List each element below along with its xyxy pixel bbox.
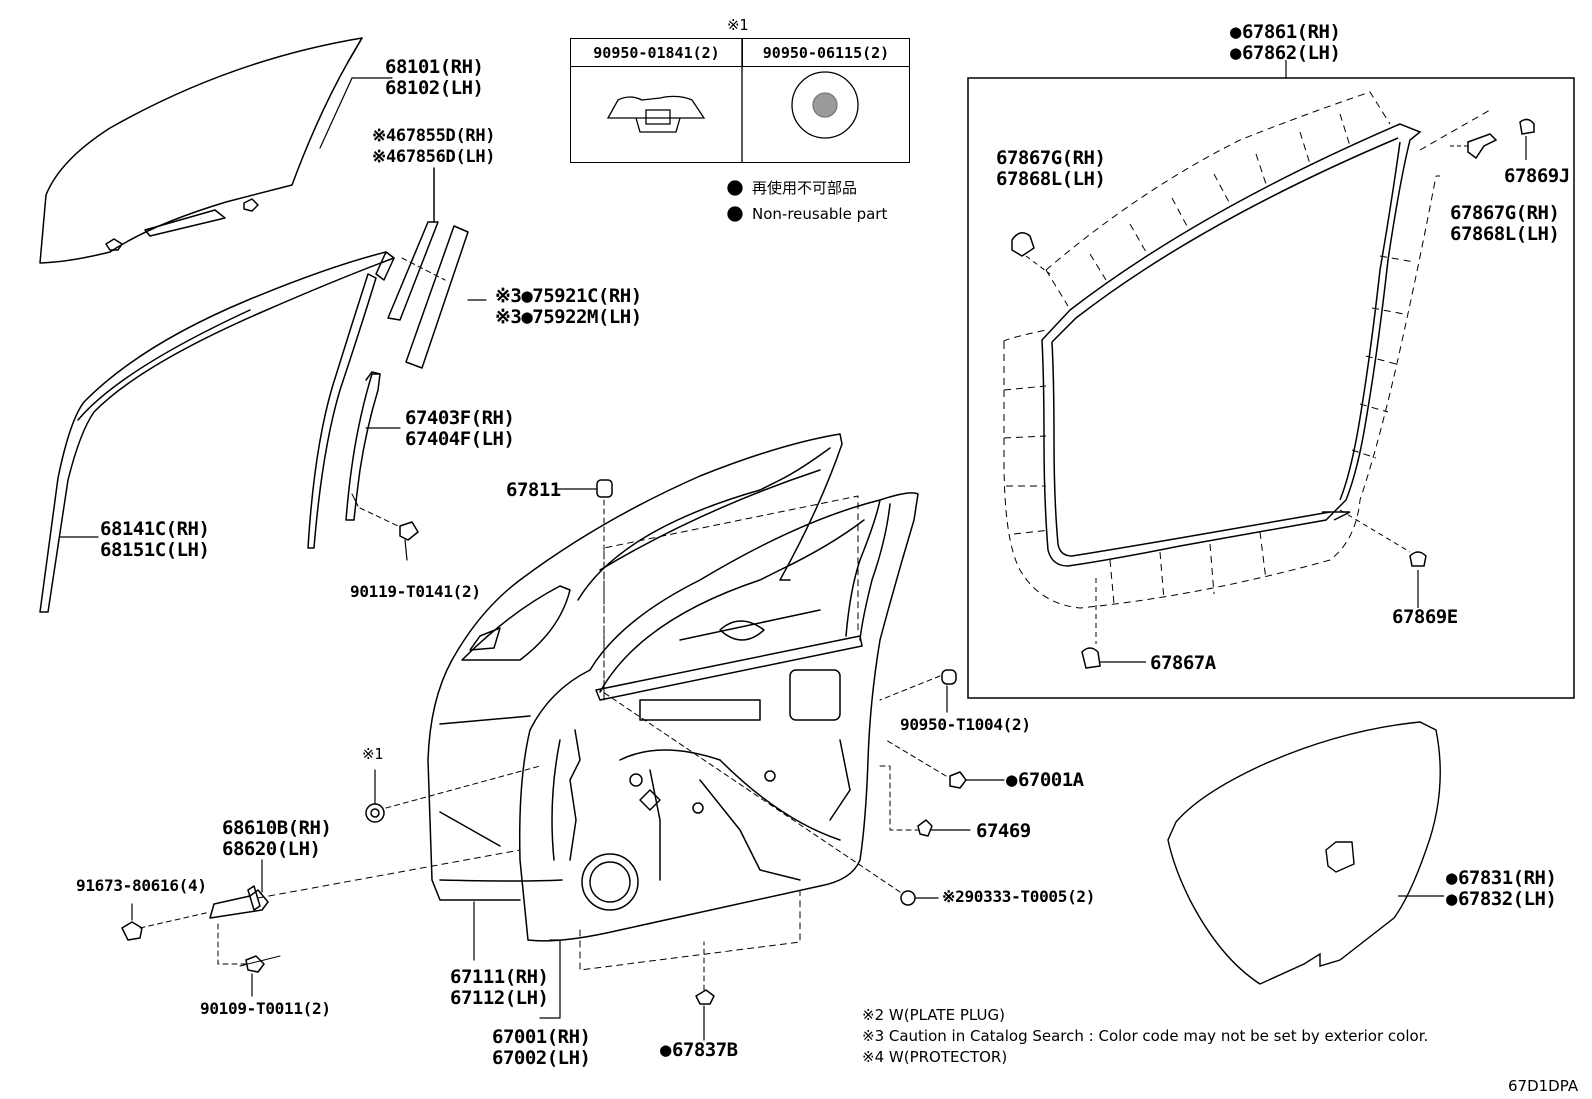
run-lh-label[interactable]: 67404F(LH) [405,428,515,450]
weatherstrip-dash-outline [1003,91,1491,609]
cover-lh-label[interactable]: 67832(LH) [1446,889,1557,909]
panel-rh-label[interactable]: 67111(RH) [450,966,549,988]
plug-b-label[interactable]: 67837B [660,1040,738,1060]
bolt-c-label[interactable]: 90109-T0011(2) [200,999,331,1018]
channel-rh-label[interactable]: 68141C(RH) [100,518,210,540]
weather-lh-label[interactable]: 67862(LH) [1230,43,1341,63]
legend-part-2[interactable]: 90950-06115(2) [743,39,909,67]
clip-legend-table: 90950-01841(2) 90950-06115(2) [570,38,910,163]
plate-plug-drawing [599,689,939,906]
bolt-b-drawing [121,903,211,941]
ref1-label: ※1 [362,745,383,763]
bolt-a-label[interactable]: 90119-T0141(2) [350,582,481,601]
clip-a-drawing [1081,578,1146,669]
weatherstrip-drawing [1041,123,1422,567]
plug-b-drawing [695,941,715,1041]
clip-g2-rh-label[interactable]: 67867G(RH) [1450,202,1560,224]
diagram-code: 67D1DPA [1508,1077,1579,1095]
plug-t1004-label[interactable]: 90950-T1004(2) [900,715,1031,734]
glass-lh-label[interactable]: 68102(LH) [385,77,484,99]
protector-rh-label[interactable]: ※467855D(RH) [372,126,496,146]
clip-l2-lh-label[interactable]: 67868L(LH) [1450,223,1560,245]
clip-l-lh-label[interactable]: 67868L(LH) [996,168,1106,190]
clip-j-drawing [1519,118,1535,160]
note-3: ※3 Caution in Catalog Search : Color cod… [862,1027,1429,1045]
note-2: ※2 W(PLATE PLUG) [862,1006,1005,1024]
clip-469-label[interactable]: 67469 [976,820,1031,842]
legend-ref-mark: ※1 [727,16,748,34]
door-lh-label[interactable]: 67002(LH) [492,1047,591,1069]
stopper-label[interactable]: 67811 [506,479,561,501]
run-channel-drawing [345,371,381,521]
service-cover-drawing [1167,721,1444,985]
bolt-a-drawing [399,521,419,561]
garnish-lh-label[interactable]: ※3●75922M(LH) [495,306,642,328]
non-reusable-en: Non-reusable part [752,205,888,223]
weather-rh-label[interactable]: 67861(RH) [1230,22,1341,42]
plate-plug-label[interactable]: ※290333-T0005(2) [942,887,1096,906]
clip-469-drawing [879,765,971,837]
plug-06115-icon [791,71,859,139]
clip-a-label[interactable]: 67867A [1150,652,1216,674]
door-glass-drawing [39,37,363,264]
clip-g-drawing [1011,232,1051,275]
channel-lh-label[interactable]: 68151C(LH) [100,539,210,561]
run-rh-label[interactable]: 67403F(RH) [405,407,515,429]
clip-j-label[interactable]: 67869J [1504,165,1570,187]
garnish-drawing [405,225,469,369]
garnish-rh-label[interactable]: ※3●75921C(RH) [495,285,642,307]
clip-01841-icon [606,95,706,133]
clip-e-label[interactable]: 67869E [1392,606,1458,628]
note-4: ※4 W(PROTECTOR) [862,1048,1008,1066]
panel-lh-label[interactable]: 67112(LH) [450,987,549,1009]
cover-rh-label[interactable]: 67831(RH) [1446,868,1557,888]
bolt-b-label[interactable]: 91673-80616(4) [76,876,207,895]
door-inner-panel-drawing [518,492,919,942]
protector-lh-label[interactable]: ※467856D(LH) [372,147,496,167]
grommet-a-label[interactable]: 67001A [1006,770,1084,790]
door-outer-panel-drawing [427,433,843,901]
protector-strip-drawing [387,167,439,321]
door-rh-label[interactable]: 67001(RH) [492,1026,591,1048]
legend-part-1[interactable]: 90950-01841(2) [571,39,743,67]
clip-g2-drawing [1450,133,1498,160]
plug-t1004-drawing [879,669,957,713]
weatherstrip-box [967,77,1575,699]
bolt-c-drawing [217,923,281,997]
hinge-lh-label[interactable]: 68620(LH) [222,838,321,860]
front-channel-drawing [39,251,395,613]
grommet-drawing [885,739,1005,789]
hinge-drawing [209,849,521,919]
glass-rh-label[interactable]: 68101(RH) [385,56,484,78]
non-reusable-jp: 再使用不可部品 [752,179,858,197]
clip-g-rh-label[interactable]: 67867G(RH) [996,147,1106,169]
clip-e-drawing [1339,509,1427,608]
clip-1-drawing [365,765,541,823]
hinge-rh-label[interactable]: 68610B(RH) [222,817,332,839]
